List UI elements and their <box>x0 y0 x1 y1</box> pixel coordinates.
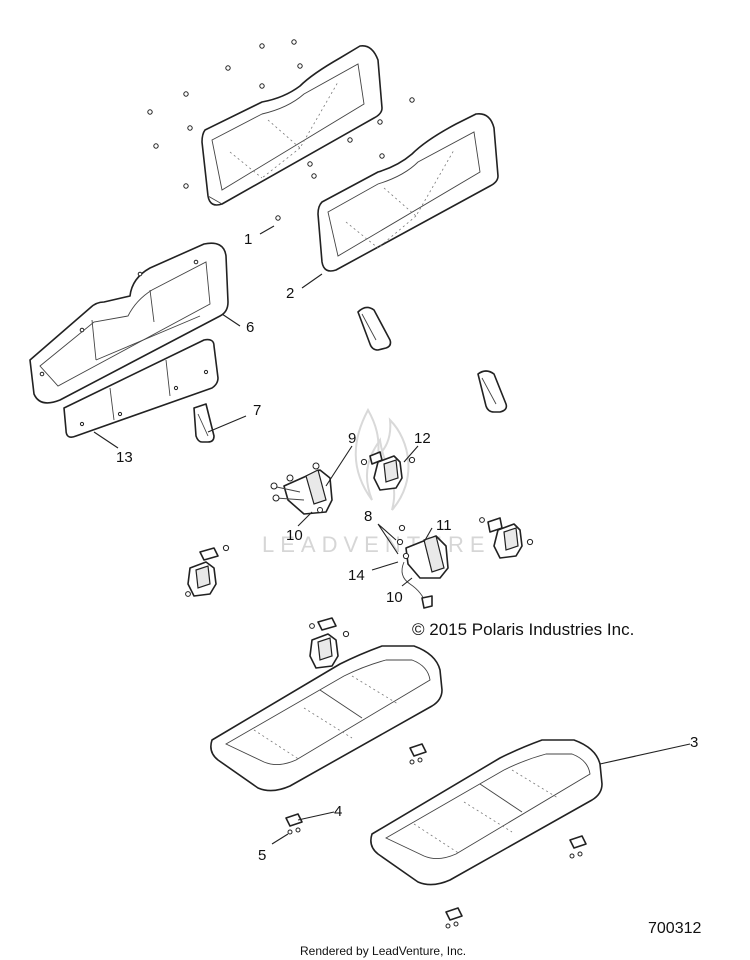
seat-back-upper <box>201 44 383 206</box>
callout-12: 12 <box>414 430 431 447</box>
handle-right <box>477 370 508 413</box>
mount-bracket-c <box>445 907 463 929</box>
drawing-number: 700312 <box>648 920 701 937</box>
callout-10-upper: 10 <box>286 527 303 544</box>
callout-8: 8 <box>364 508 372 525</box>
callout-14: 14 <box>348 567 365 584</box>
callout-10-lower: 10 <box>386 589 403 606</box>
handle-upper <box>357 306 392 351</box>
callout-7: 7 <box>253 402 261 419</box>
callout-6: 6 <box>246 319 254 336</box>
callout-13: 13 <box>116 449 133 466</box>
back-panel-insert <box>63 338 219 438</box>
seat-latch-right <box>396 524 449 609</box>
copyright-notice: © 2015 Polaris Industries Inc. <box>412 620 634 639</box>
fasteners-upper <box>147 39 415 221</box>
mount-bracket-b <box>569 835 587 859</box>
seat-bottom-right <box>370 739 603 886</box>
bracket-left <box>185 544 230 597</box>
bracket-upper <box>360 451 416 491</box>
bracket-center <box>309 617 350 669</box>
seat-bottom-left <box>210 645 443 792</box>
callout-3: 3 <box>690 734 698 751</box>
callout-labels: 1 2 6 7 13 9 12 10 8 11 14 10 3 4 5 <box>116 231 698 864</box>
seat-belt-buckle <box>193 403 215 443</box>
seat-back-right <box>317 112 499 272</box>
watermark-text: LEADVENTURE <box>262 532 491 557</box>
rendered-by-footer: Rendered by LeadVenture, Inc. <box>300 944 466 958</box>
callout-5: 5 <box>258 847 266 864</box>
callout-1: 1 <box>244 231 252 248</box>
callout-11: 11 <box>436 517 452 534</box>
mount-bracket-a <box>409 743 427 765</box>
seat-back-panel <box>29 242 229 404</box>
callout-2: 2 <box>286 285 294 302</box>
bracket-right <box>479 517 534 559</box>
seat-latch-left <box>270 462 333 515</box>
callout-9: 9 <box>348 430 356 447</box>
leader-lines <box>93 225 691 845</box>
callout-4: 4 <box>334 803 342 820</box>
mount-bracket-4 <box>285 813 303 835</box>
